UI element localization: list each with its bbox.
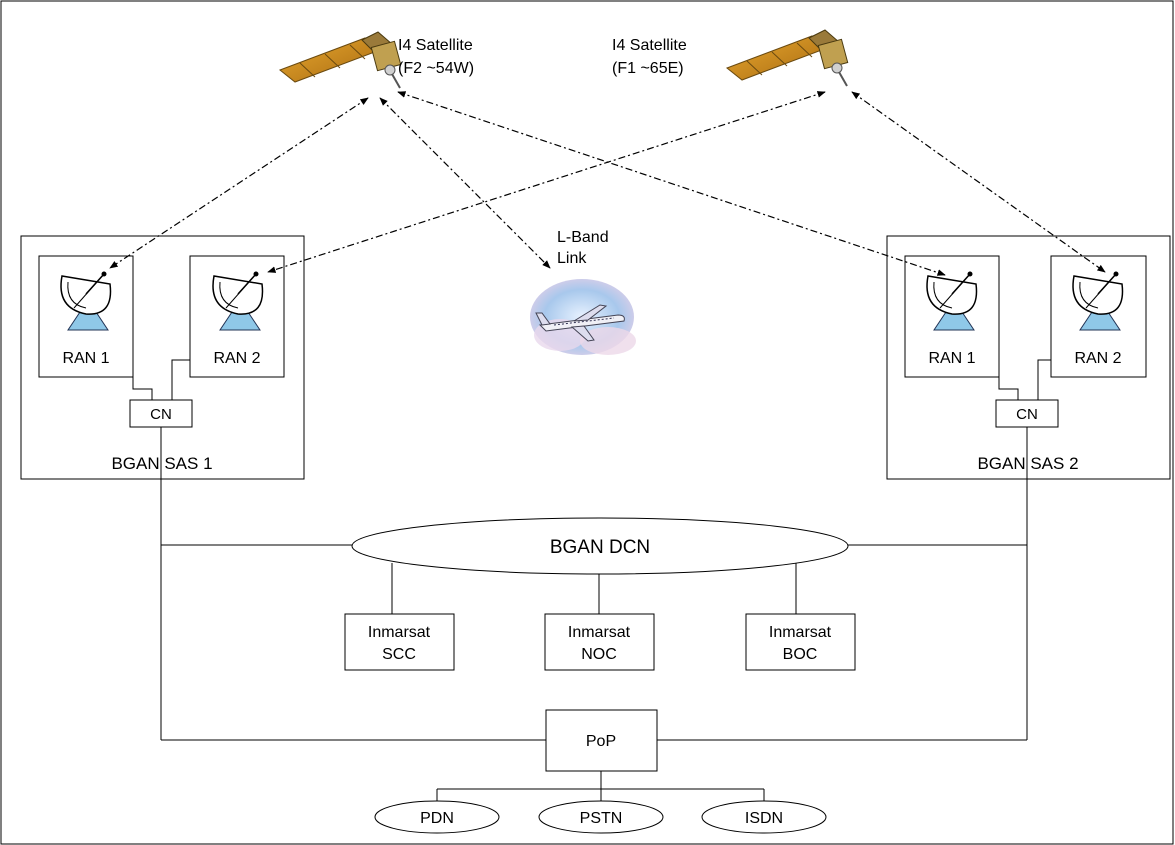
ran-label: RAN 1 [62,350,109,367]
sas-2-ran1: RAN 1 [904,255,1000,378]
sas-2-box [886,235,1171,480]
ran-label: RAN 2 [1074,350,1121,367]
satellite-links [109,91,1106,276]
sas-1-title: BGAN SAS 1 [111,454,212,473]
satellite-f1: I4 Satellite (F1 ~65E) [612,29,849,87]
center-noc-line2: NOC [581,646,617,663]
core-connectors [160,427,1028,801]
link-f2-aircraft [379,97,551,269]
link-f1-sas1-ran2 [267,91,826,273]
satellite-f2: I4 Satellite (F2 ~54W) [279,31,474,89]
sas-1-ran2: RAN 2 [189,255,285,378]
network-pstn [538,800,664,834]
ran-label: RAN 2 [213,350,260,367]
satellite-f2-name: I4 Satellite [398,37,473,54]
satellite-dish-icon [212,271,264,331]
sas-2-cn-label: CN [1016,406,1038,423]
sas-1-box [20,235,305,480]
sas-2-title: BGAN SAS 2 [977,454,1078,473]
sas-1: RAN 1 RAN 2 CN BGAN SAS 1 [20,235,305,480]
pop-box [545,709,658,772]
center-scc: Inmarsat SCC [344,613,455,671]
center-scc-line1: Inmarsat [368,624,431,641]
satellite-dish-icon [1072,271,1124,331]
dcn-ellipse [351,517,849,575]
center-noc: Inmarsat NOC [544,613,655,671]
network-pdn [374,800,500,834]
link-label-line1: L-Band [557,229,609,246]
aircraft-icon [530,279,636,355]
sas-2-ran2: RAN 2 [1050,255,1147,378]
center-noc-line1: Inmarsat [568,624,631,641]
satellite-dish-icon [60,271,112,331]
network-isdn-label: ISDN [745,810,783,827]
link-label-line2: Link [557,250,587,267]
link-f2-sas2-ran1 [397,91,946,276]
dcn-label: BGAN DCN [550,537,650,558]
pop-label: PoP [586,733,616,750]
satellite-dish-icon [926,271,978,331]
satellite-f2-slot: (F2 ~54W) [398,60,474,77]
network-pdn-label: PDN [420,810,454,827]
network-isdn [701,800,827,834]
sas-1-cn-box [129,399,193,428]
satellite-f1-slot: (F1 ~65E) [612,60,684,77]
center-boc-line1: Inmarsat [769,624,832,641]
sas-2-cn-box [995,399,1059,428]
center-scc-line2: SCC [382,646,416,663]
sas-2: RAN 1 RAN 2 CN BGAN SAS 2 [886,235,1171,480]
network-pstn-label: PSTN [580,810,623,827]
ran-label: RAN 1 [928,350,975,367]
sas-1-ran1: RAN 1 [38,255,134,378]
link-f2-sas1-ran1 [109,97,369,269]
satellite-f2-icon [279,31,402,89]
sas-1-cn-label: CN [150,406,172,423]
center-boc: Inmarsat BOC [745,613,856,671]
satellite-f1-icon [726,29,849,87]
center-boc-line2: BOC [783,646,818,663]
satellite-f1-name: I4 Satellite [612,37,687,54]
link-f1-sas2-ran2 [851,91,1106,273]
